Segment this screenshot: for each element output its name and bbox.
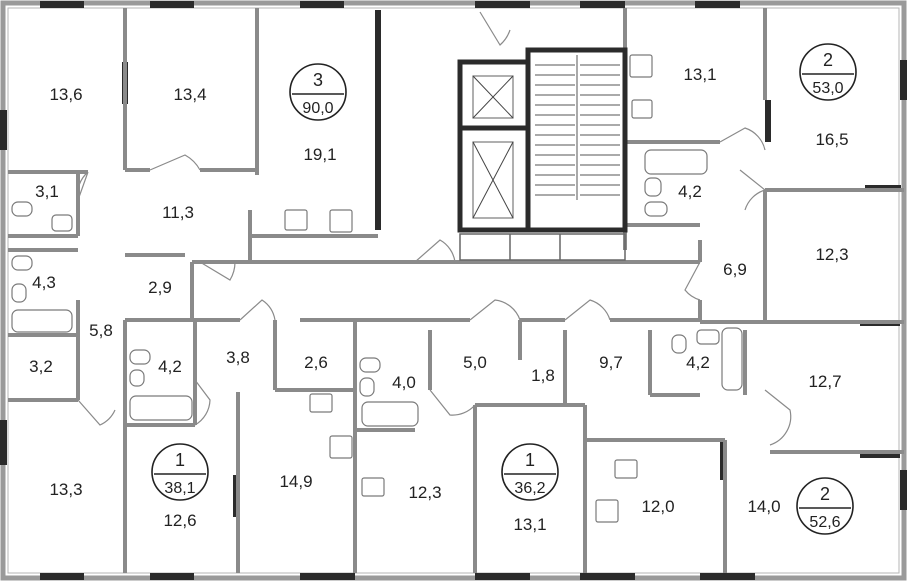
room-area: 2,9	[148, 278, 172, 297]
room-area: 11,3	[162, 203, 194, 222]
apartment-rooms: 3	[313, 70, 323, 90]
apartment-badge: 1 36,2	[501, 443, 559, 501]
room-area: 12,7	[808, 372, 841, 391]
room-area: 9,7	[599, 353, 623, 372]
room-area: 1,8	[531, 366, 555, 385]
room-area: 3,8	[226, 348, 250, 367]
apartment-total-area: 38,1	[164, 480, 195, 497]
room-area: 4,2	[678, 182, 702, 201]
room-area: 12,6	[163, 511, 196, 530]
room-area: 16,5	[815, 130, 848, 149]
room-area: 13,3	[49, 480, 82, 499]
room-labels: 13,6 13,4 19,1 13,1 16,5 3,1 11,3 4,2 12…	[29, 65, 848, 534]
room-area: 2,6	[304, 353, 328, 372]
apartment-badge: 3 90,0	[289, 63, 347, 121]
apartment-rooms: 1	[175, 450, 185, 470]
apartment-rooms: 2	[823, 50, 833, 70]
apartment-total-area: 90,0	[302, 100, 333, 117]
apartment-total-area: 36,2	[514, 480, 545, 497]
room-area: 14,9	[279, 472, 312, 491]
apartment-total-area: 52,6	[809, 514, 840, 531]
apartment-rooms: 1	[525, 450, 535, 470]
room-area: 12,0	[641, 497, 674, 516]
apartment-total-area: 53,0	[812, 80, 843, 97]
apartment-badge: 1 38,1	[151, 443, 209, 501]
apartment-badge: 2 52,6	[796, 477, 854, 535]
room-area: 13,6	[49, 85, 82, 104]
room-area: 12,3	[408, 483, 441, 502]
room-area: 3,1	[35, 182, 59, 201]
room-area: 6,9	[723, 260, 747, 279]
apartment-rooms: 2	[820, 484, 830, 504]
room-area: 13,1	[513, 515, 546, 534]
room-area: 4,3	[32, 273, 56, 292]
room-area: 4,0	[392, 373, 416, 392]
room-area: 13,4	[173, 85, 206, 104]
building-core	[457, 47, 628, 261]
room-area: 5,8	[89, 321, 113, 340]
apartment-badge: 2 53,0	[799, 43, 857, 101]
interior-walls	[8, 8, 904, 573]
room-area: 14,0	[747, 497, 780, 516]
room-area: 4,2	[158, 357, 182, 376]
room-area: 12,3	[815, 245, 848, 264]
door-swings	[76, 11, 792, 446]
room-area: 13,1	[683, 65, 716, 84]
room-area: 4,2	[686, 353, 710, 372]
fixtures	[11, 54, 743, 523]
room-area: 19,1	[303, 145, 336, 164]
room-area: 5,0	[463, 353, 487, 372]
room-area: 3,2	[29, 357, 53, 376]
